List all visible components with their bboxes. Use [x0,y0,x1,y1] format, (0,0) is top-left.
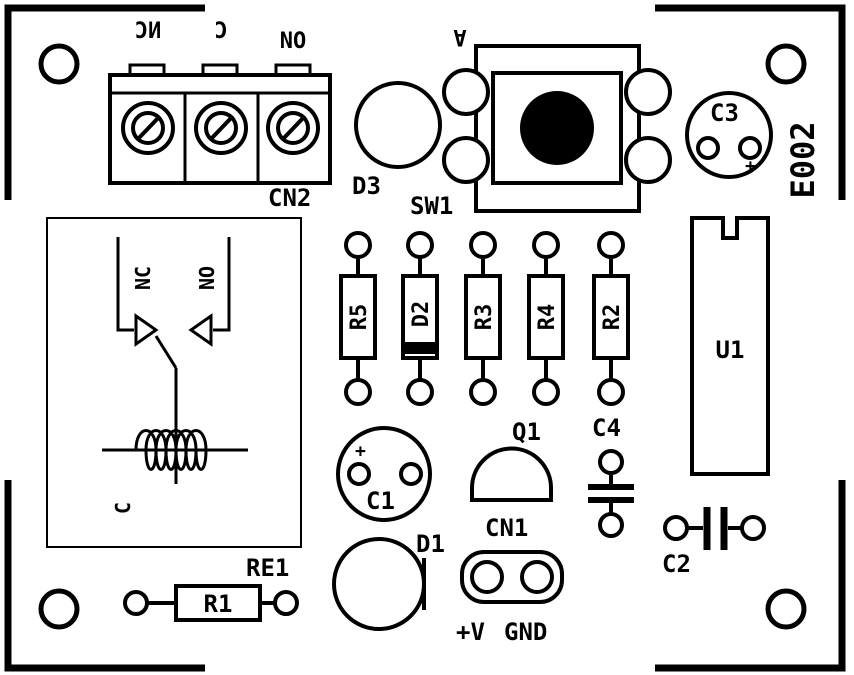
board-outline [4,4,846,672]
d2-label: D2 [409,301,434,328]
c2-capacitor [663,507,766,550]
cn1-label: CN1 [485,514,528,542]
c3-capacitor [685,91,773,179]
d3-label: D3 [352,172,381,200]
cn1-gnd-label: GND [504,618,547,646]
sw1-label: SW1 [410,192,453,220]
relay-no-label: NO [195,266,219,290]
c4-capacitor [588,449,634,538]
c1-plus-label: + [355,441,366,462]
r4-label: R4 [535,304,560,331]
r2-label: R2 [600,304,625,331]
r5-label: R5 [347,304,372,331]
cn2-terminal-block [108,63,332,185]
u1-label: U1 [716,336,745,364]
re1-relay-outline [46,217,302,548]
sw1-switch [442,44,672,213]
cn2-label: CN2 [268,184,311,212]
board-id-label: E002 [784,121,822,198]
r1-label: R1 [204,590,233,618]
q1-label: Q1 [512,418,541,446]
c1-capacitor [336,426,432,522]
mounting-hole-bottom-right [765,588,807,630]
relay-c-label: C [111,502,135,514]
c3-label: C3 [710,99,739,127]
cn2-nc-label: NC [135,19,162,44]
cn2-no-label: NO [280,29,307,54]
mounting-hole-top-left [38,43,80,85]
cn1-vplus-label: +V [456,618,485,646]
mounting-hole-bottom-left [38,588,80,630]
cn1-connector [460,550,564,604]
u1-ic-outline [690,216,770,476]
sw1-button-cap [520,91,594,165]
mounting-hole-top-right [765,43,807,85]
re1-label: RE1 [246,554,289,582]
d1-led [332,537,426,631]
sw1-a-label: A [453,24,466,49]
cn2-c-label: C [214,19,227,44]
c2-label: C2 [662,550,691,578]
r3-label: R3 [472,304,497,331]
d1-label: D1 [416,530,445,558]
relay-schematic [102,237,248,484]
d3-led [354,81,442,169]
mounting-holes [38,43,807,630]
relay-nc-label: NC [131,266,155,290]
q1-transistor [470,446,553,502]
vertical-components [339,231,630,406]
r1-resistor [123,584,299,622]
c3-plus-label: + [745,156,756,177]
c1-label: C1 [366,487,395,515]
c4-label: C4 [592,414,621,442]
